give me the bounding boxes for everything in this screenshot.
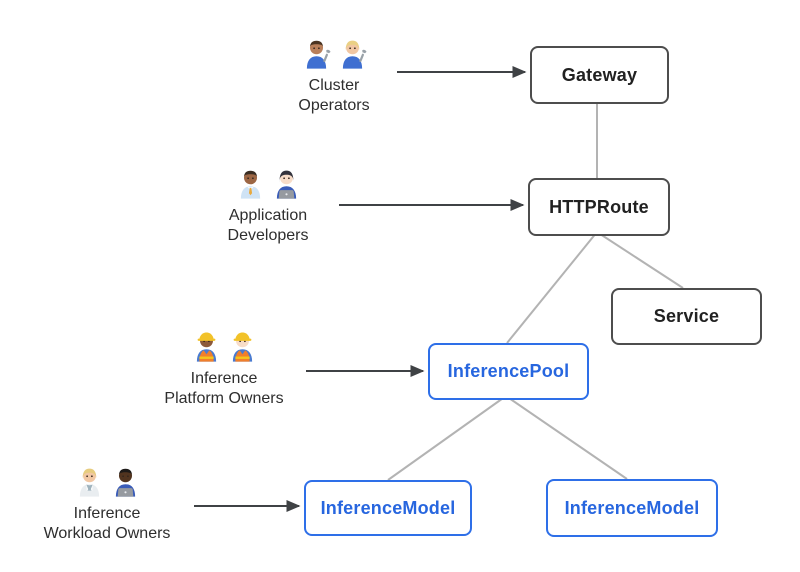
health-worker-icon (79, 468, 99, 497)
node-inferencemodel-left-label: InferenceModel (320, 497, 456, 518)
tree-edge (505, 395, 628, 480)
node-inferencemodel-right-label: InferenceModel (564, 497, 700, 518)
woman-construction-worker-icon (196, 332, 216, 362)
persona-application-developers-label: Application Developers (227, 207, 309, 244)
tree-edges (387, 100, 684, 481)
woman-technologist-icon (276, 170, 296, 199)
persona-inference-workload-owners: Inference Workload Owners (22, 464, 192, 543)
application-developers-emoji-pair (234, 166, 303, 200)
man-office-worker-icon (240, 170, 260, 199)
tree-edge (387, 395, 507, 481)
man-technologist-icon (115, 468, 135, 497)
persona-inference-platform-owners-label: Inference Platform Owners (164, 370, 284, 407)
tree-edge (596, 231, 684, 289)
woman-mechanic-icon (342, 40, 367, 69)
node-service: Service (611, 288, 762, 345)
man-construction-worker-icon (232, 332, 252, 362)
node-gateway-label: Gateway (561, 64, 638, 85)
node-inferencemodel-right: InferenceModel (546, 479, 718, 537)
node-inferencemodel-left: InferenceModel (304, 480, 472, 536)
persona-application-developers: Application Developers (183, 166, 353, 245)
node-httproute-label: HTTPRoute (549, 196, 649, 217)
cluster-operators-emoji-pair (300, 36, 369, 70)
persona-inference-platform-owners: Inference Platform Owners (139, 329, 309, 408)
node-service-label: Service (653, 306, 720, 326)
man-mechanic-icon (306, 40, 331, 69)
node-inferencepool-label: InferencePool (447, 361, 570, 381)
inference-workload-owners-emoji-pair (73, 464, 142, 498)
persona-cluster-operators: Cluster Operators (249, 36, 419, 115)
node-httproute: HTTPRoute (528, 178, 670, 236)
persona-arrows (194, 66, 527, 512)
inference-platform-owners-emoji-pair (190, 329, 259, 363)
persona-inference-workload-owners-label: Inference Workload Owners (43, 505, 171, 542)
tree-edge (506, 231, 598, 344)
node-gateway: Gateway (530, 46, 669, 104)
persona-cluster-operators-label: Cluster Operators (298, 77, 370, 114)
node-inferencepool: InferencePool (428, 343, 589, 400)
